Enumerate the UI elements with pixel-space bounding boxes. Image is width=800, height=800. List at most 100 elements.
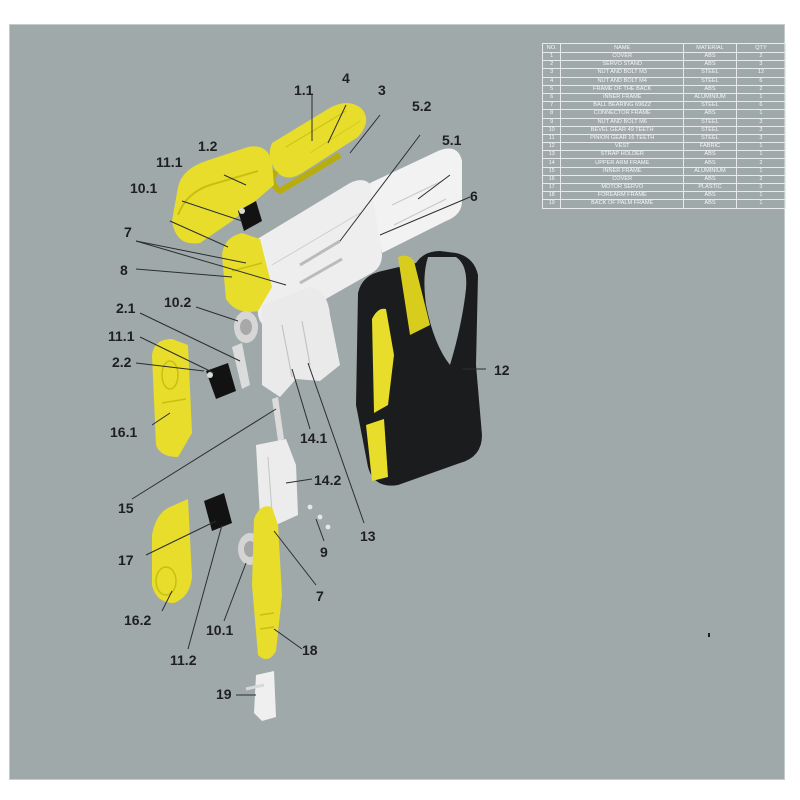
bom-cell-name: UPPER ARM FRAME — [560, 158, 685, 168]
bom-cell-qty: 1 — [735, 199, 787, 209]
callout-14-1: 14.1 — [300, 430, 327, 446]
callout-15: 15 — [118, 500, 134, 516]
bom-cell-qty: 3 — [735, 182, 787, 193]
bom-cell-no: 18 — [541, 191, 562, 201]
callout-1-2: 1.2 — [198, 138, 218, 154]
bom-cell-no: 2 — [541, 60, 562, 70]
bom-cell-name: NUT AND BOLT M6 — [560, 117, 685, 127]
callout-12: 12 — [494, 362, 510, 378]
callout-8: 8 — [120, 262, 128, 278]
bom-cell-name: PINION GEAR 16 TEETH — [560, 133, 685, 144]
bom-header-row: NO. NAME MATERIAL QTY — [541, 43, 787, 53]
bom-cell-material: FABRIC — [683, 142, 737, 152]
part-connector-frame — [222, 233, 272, 312]
bom-cell-name: CONNECTOR FRAME — [560, 109, 685, 119]
bom-cell-name: INNER FRAME — [560, 92, 685, 103]
callout-6: 6 — [470, 188, 478, 204]
bom-cell-name: BACK OF PALM FRAME — [560, 199, 685, 209]
bom-cell-name: FOREARM FRAME — [560, 191, 685, 201]
part-inner-frame-15 — [272, 397, 284, 441]
callout-5-2: 5.2 — [412, 98, 432, 114]
bom-cell-qty: 1 — [735, 142, 787, 152]
bom-cell-qty: 2 — [735, 174, 787, 185]
callout-3: 3 — [378, 82, 386, 98]
bom-cell-name: VEST — [560, 142, 685, 152]
bom-header-name: NAME — [560, 43, 685, 53]
bom-cell-material: PLASTIC — [683, 182, 737, 193]
callout-10-1-top: 10.1 — [130, 180, 157, 196]
bom-cell-material: ABS — [683, 51, 737, 62]
part-cover-upper — [269, 103, 367, 195]
bom-cell-name: SERVO STAND — [560, 60, 685, 70]
bom-cell-no: 3 — [541, 68, 562, 78]
part-upper-arm-frame — [262, 287, 340, 397]
part-nut-bolt-9 — [307, 504, 331, 530]
bom-cell-material: ALUMINIUM — [683, 92, 737, 103]
bom-cell-material: ABS — [683, 84, 737, 94]
bom-cell-qty: 3 — [735, 117, 787, 127]
bom-cell-material: ALUMINIUM — [683, 166, 737, 176]
bom-cell-no: 7 — [541, 101, 562, 111]
bom-cell-material: ABS — [683, 109, 737, 119]
bom-cell-no: 1 — [541, 51, 562, 62]
bom-cell-qty: 6 — [735, 101, 787, 111]
bom-cell-qty: 3 — [735, 60, 787, 70]
bom-cell-material: STEEL — [683, 117, 737, 127]
part-upper-arm-frame-14-2 — [256, 439, 298, 525]
bom-cell-material: ABS — [683, 158, 737, 168]
bom-cell-name: NUT AND BOLT M4 — [560, 76, 685, 86]
bom-cell-name: BALL BEARING 696ZZ — [560, 101, 685, 111]
callout-10-1-bottom: 10.1 — [206, 622, 233, 638]
bom-cell-material: STEEL — [683, 76, 737, 86]
bom-cell-no: 10 — [541, 125, 562, 135]
bom-cell-qty: 1 — [735, 150, 787, 160]
bom-cell-no: 5 — [541, 84, 562, 94]
sheet-mark — [708, 633, 710, 637]
part-back-of-palm-frame-19 — [245, 671, 276, 721]
bom-cell-name: INNER FRAME — [560, 166, 685, 176]
part-servo-top — [238, 201, 262, 231]
callout-9: 9 — [320, 544, 328, 560]
bom-cell-qty: 12 — [735, 68, 787, 78]
callout-7-top: 7 — [124, 224, 132, 240]
callout-13: 13 — [360, 528, 376, 544]
bom-header-material: MATERIAL — [683, 43, 737, 53]
bom-cell-no: 8 — [541, 109, 562, 119]
bom-cell-no: 13 — [541, 150, 562, 160]
bom-cell-material: ABS — [683, 60, 737, 70]
bom-cell-qty: 1 — [735, 191, 787, 201]
callout-16-1: 16.1 — [110, 424, 137, 440]
part-servo-2-2 — [206, 363, 236, 399]
part-cover-upper-left — [172, 146, 274, 244]
part-vest — [356, 251, 482, 486]
part-cover-16-2 — [152, 499, 192, 603]
bom-cell-material: STEEL — [683, 68, 737, 78]
bom-cell-no: 14 — [541, 158, 562, 168]
callout-2-1: 2.1 — [116, 300, 136, 316]
bom-cell-material: ABS — [683, 199, 737, 209]
part-back-frame-5-2 — [254, 180, 382, 328]
part-forearm-frame-18 — [252, 506, 282, 660]
bom-cell-no: 19 — [541, 199, 562, 209]
callout-17: 17 — [118, 552, 134, 568]
bom-cell-material: STEEL — [683, 133, 737, 144]
bom-cell-name: FRAME OF THE BACK — [560, 84, 685, 94]
callout-19: 19 — [216, 686, 232, 702]
bom-cell-qty: 2 — [735, 158, 787, 168]
bom-cell-qty: 2 — [735, 51, 787, 62]
callout-16-2: 16.2 — [124, 612, 151, 628]
